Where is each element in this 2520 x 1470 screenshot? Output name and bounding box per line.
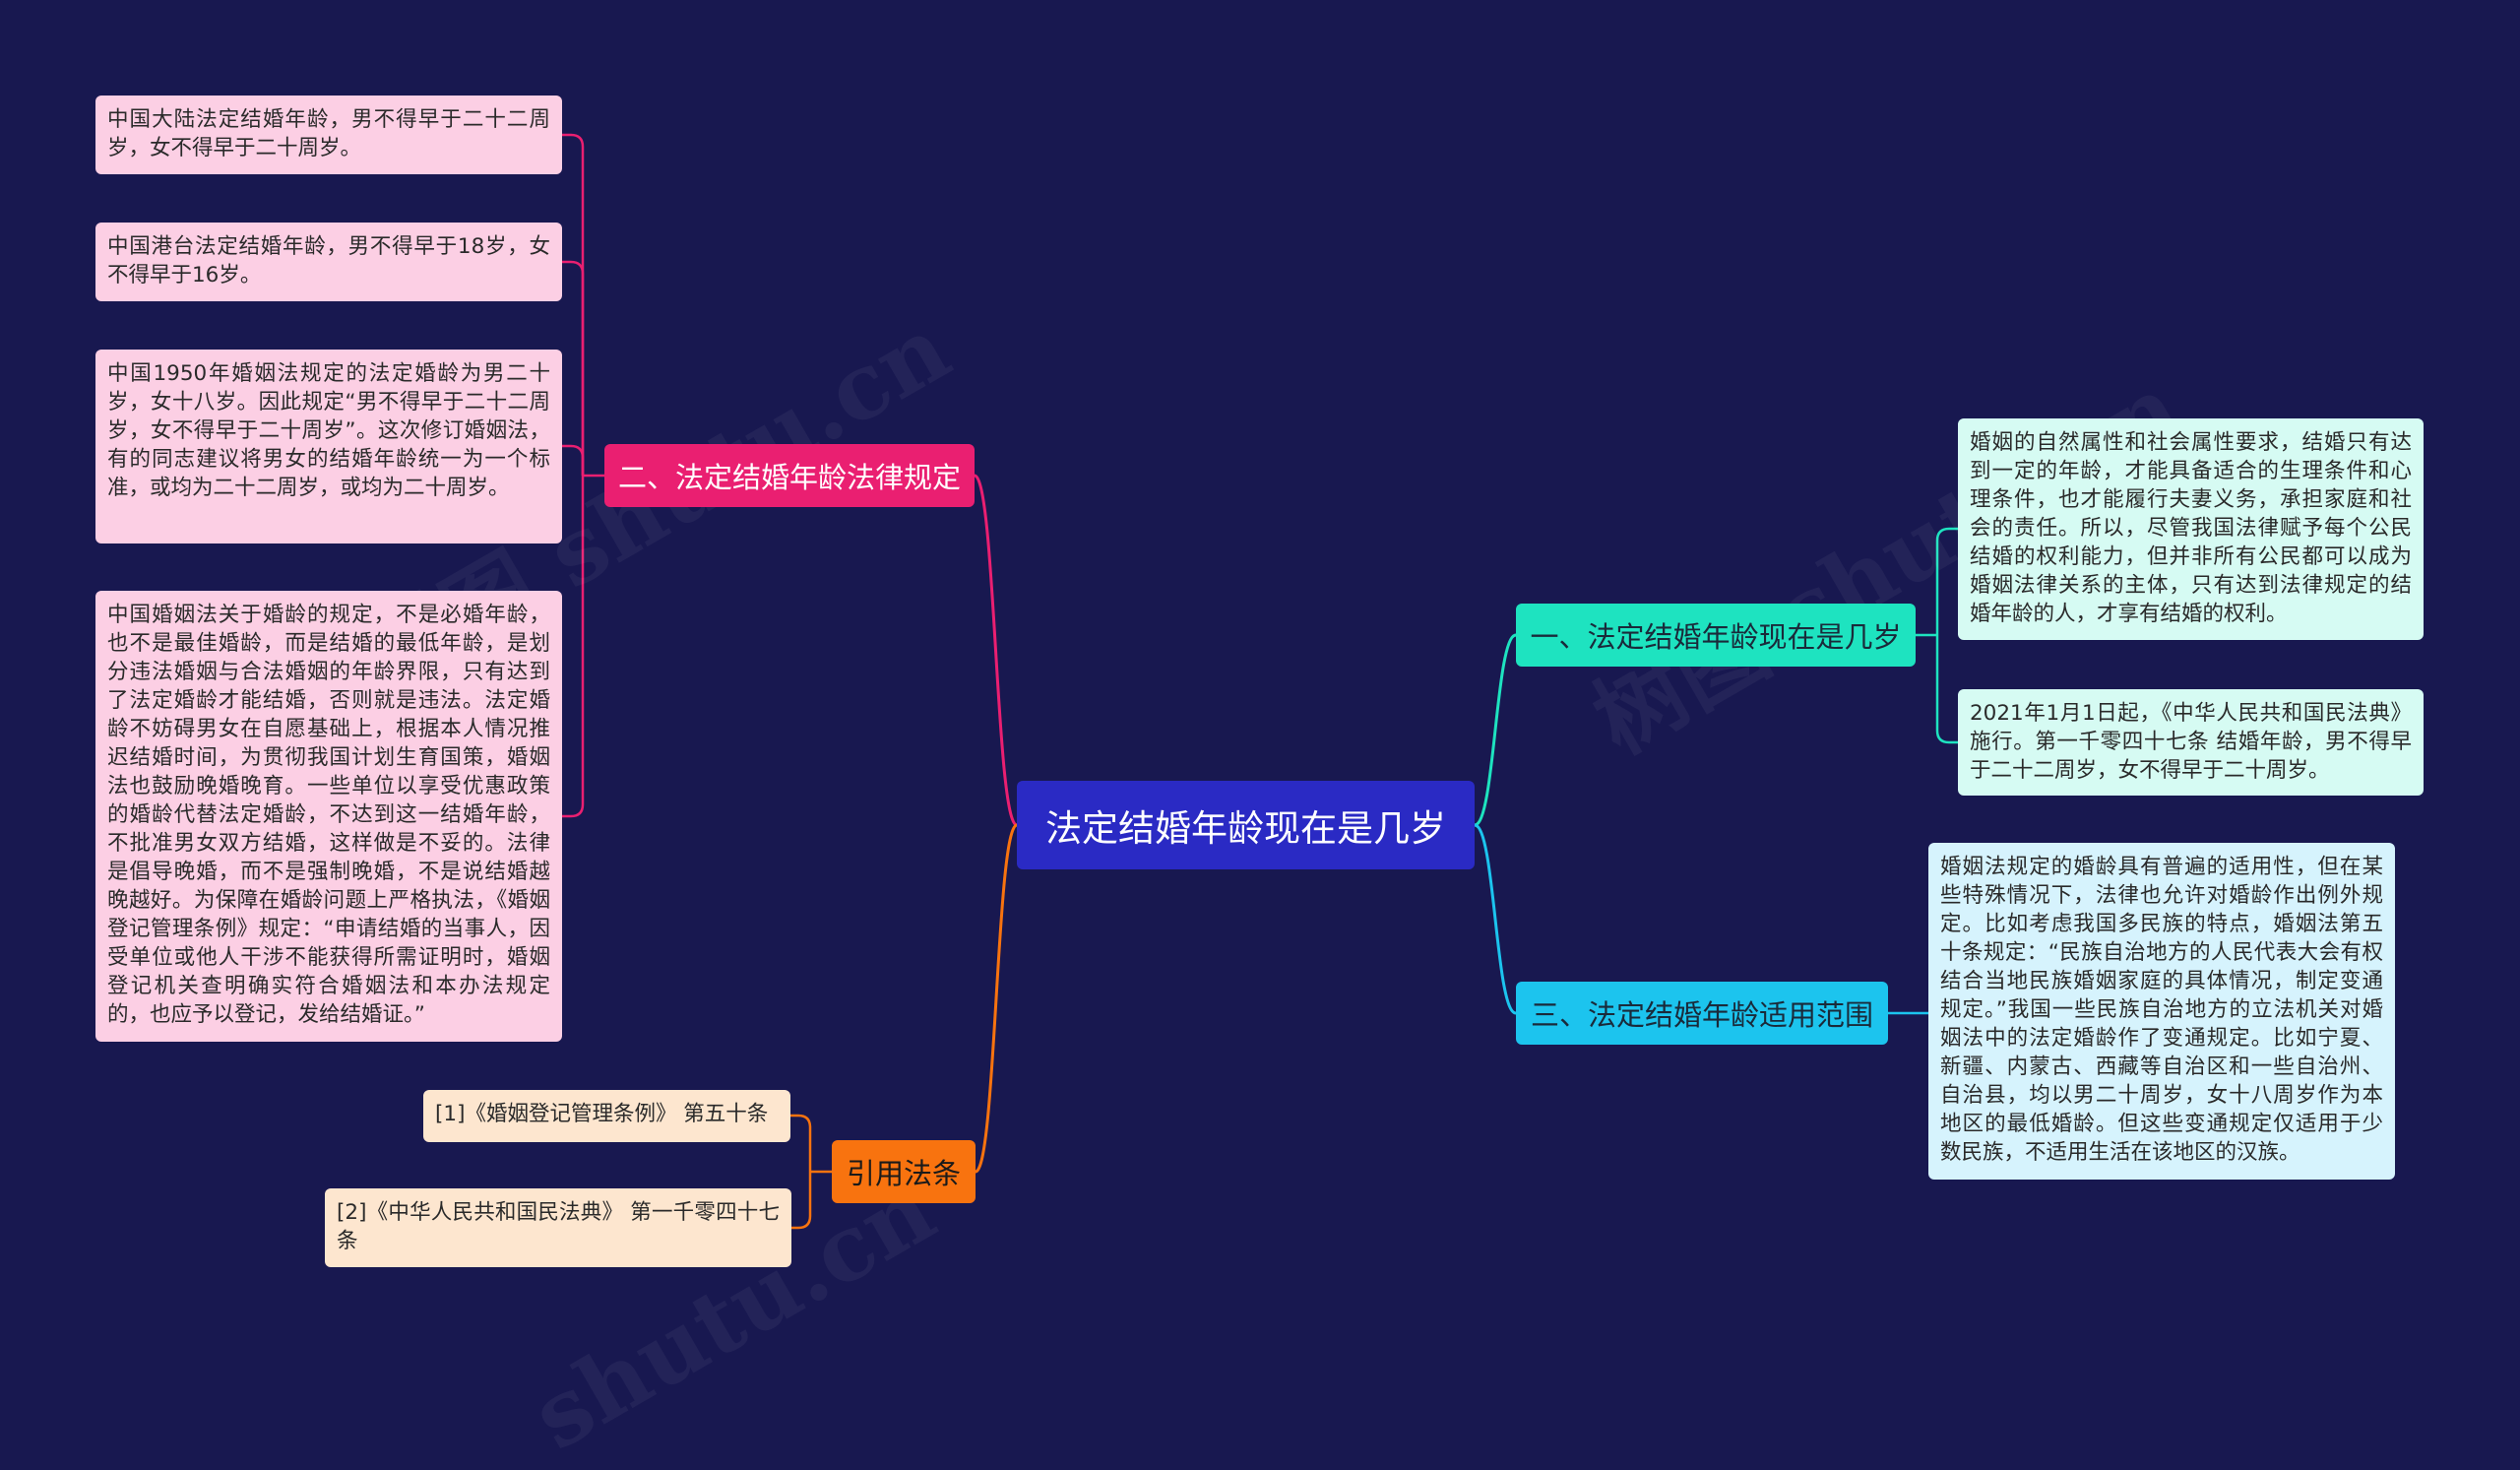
leaf-scope-details[interactable]: 婚姻法规定的婚龄具有普遍的适用性，但在某些特殊情况下，法律也允许对婚龄作出例外规… bbox=[1928, 843, 2395, 1180]
branch-current-age[interactable]: 一、法定结婚年龄现在是几岁 bbox=[1516, 604, 1916, 667]
leaf-marriage-age-rules[interactable]: 中国婚姻法关于婚龄的规定，不是必婚年龄，也不是最佳婚龄，而是结婚的最低年龄，是划… bbox=[95, 591, 562, 1042]
cite-leaf-line bbox=[790, 1172, 812, 1230]
root-to-law-line bbox=[973, 474, 1019, 827]
law-leaf-line bbox=[562, 444, 585, 476]
leaf-1950-law[interactable]: 中国1950年婚姻法规定的法定婚龄为男二十岁，女十八岁。因此规定“男不得早于二十… bbox=[95, 350, 562, 543]
branch-law-provisions[interactable]: 二、法定结婚年龄法律规定 bbox=[604, 444, 975, 507]
leaf-mainland-age[interactable]: 中国大陆法定结婚年龄，男不得早于二十二周岁，女不得早于二十周岁。 bbox=[95, 96, 562, 174]
root-to-cite-line bbox=[974, 823, 1019, 1174]
leaf-marriage-attributes[interactable]: 婚姻的自然属性和社会属性要求，结婚只有达到一定的年龄，才能具备适合的生理条件和心… bbox=[1958, 418, 2424, 640]
root-topic[interactable]: 法定结婚年龄现在是几岁 bbox=[1017, 781, 1475, 869]
leaf-civil-code-2021[interactable]: 2021年1月1日起，《中华人民共和国民法典》施行。第一千零四十七条 结婚年龄，… bbox=[1958, 689, 2424, 796]
cite-leaf-line bbox=[790, 1114, 812, 1172]
leaf-hk-taiwan-age[interactable]: 中国港台法定结婚年龄，男不得早于18岁，女不得早于16岁。 bbox=[95, 223, 562, 301]
mindmap-canvas: 树图 shutu.cn 树图 shutu.cn shutu.cn 法定结婚年龄现… bbox=[95, 96, 2424, 1470]
now-leaf-line bbox=[1935, 527, 1958, 635]
root-to-now-line bbox=[1474, 633, 1517, 827]
leaf-citation-2[interactable]: [2]《中华人民共和国民法典》 第一千零四十七条 bbox=[325, 1188, 791, 1267]
law-leaf-line bbox=[562, 260, 585, 476]
now-leaf-line bbox=[1935, 635, 1958, 744]
law-leaf-line bbox=[562, 133, 585, 476]
leaf-citation-1[interactable]: [1]《婚姻登记管理条例》 第五十条 bbox=[423, 1090, 790, 1142]
branch-cited-articles[interactable]: 引用法条 bbox=[832, 1140, 976, 1203]
root-to-scope-line bbox=[1474, 823, 1517, 1015]
law-leaf-line bbox=[562, 476, 585, 818]
connector-lines bbox=[562, 133, 1958, 1230]
branch-scope[interactable]: 三、法定结婚年龄适用范围 bbox=[1516, 982, 1888, 1045]
